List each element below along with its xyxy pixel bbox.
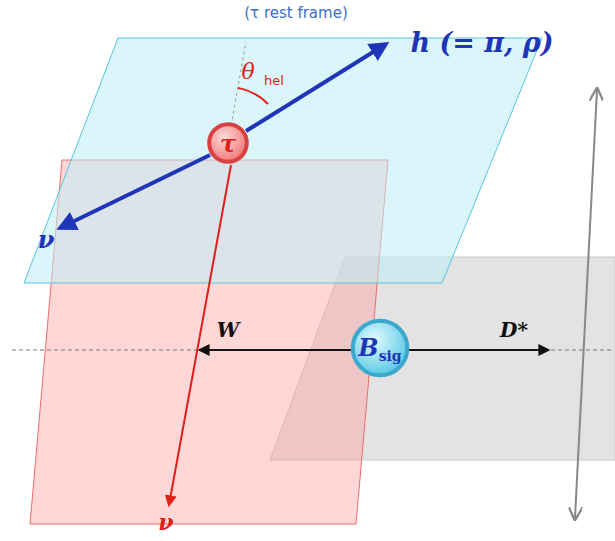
- particle-symbol: τ: [220, 129, 236, 158]
- d-star-label: D*: [500, 320, 528, 340]
- node-label: Bsig: [358, 333, 401, 362]
- d-star-arrow: [408, 349, 548, 351]
- angle-label: θ: [241, 61, 254, 83]
- angle-subscript: hel: [264, 74, 284, 87]
- b-meson-circle: Bsig: [351, 319, 409, 377]
- node-label: τ: [220, 129, 236, 158]
- particle-subscript: sig: [379, 348, 402, 364]
- w-label: W: [217, 320, 239, 340]
- hadron-arrow: [246, 44, 386, 131]
- particle-symbol: B: [358, 333, 378, 362]
- neutrino-arrow: [60, 155, 210, 228]
- frame-label: (τ rest frame): [244, 6, 348, 21]
- w-arrow: [200, 349, 352, 351]
- angle-arc: [238, 88, 268, 104]
- tau-circle: τ: [208, 123, 248, 163]
- neutrino-label: ν: [38, 228, 55, 252]
- axis-line: [12, 350, 612, 351]
- hadron-label: h (= π, ρ): [410, 29, 553, 56]
- neutrino-label: ν: [158, 511, 173, 533]
- decay-axis: [575, 90, 597, 518]
- tau-rest-plane: [24, 38, 542, 283]
